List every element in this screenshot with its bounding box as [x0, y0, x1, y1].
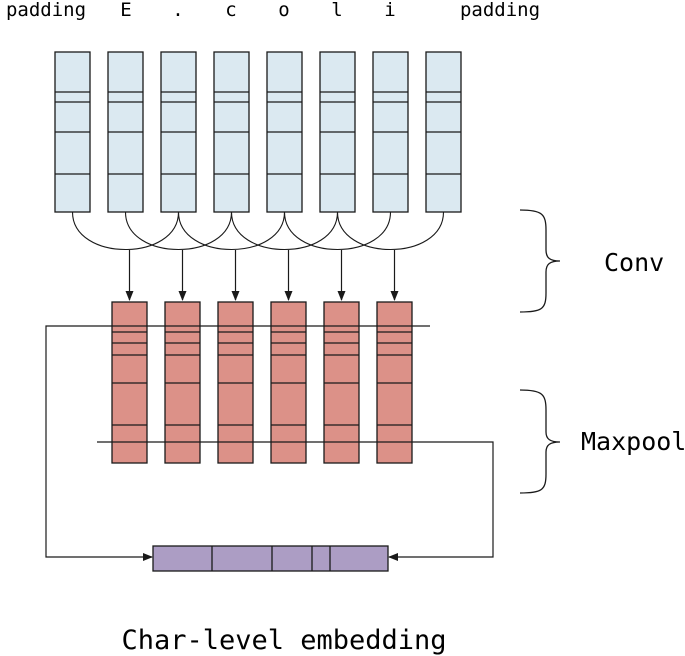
input-column-1	[107, 51, 144, 213]
token-label-0: padding	[6, 0, 86, 21]
token-label-5: l	[331, 0, 342, 21]
conv-column-1	[164, 301, 201, 464]
conv-column-4	[323, 301, 360, 464]
conv-feature-columns	[111, 301, 413, 464]
conv-column-2	[217, 301, 254, 464]
conv-window-arc-2	[177, 211, 286, 250]
token-label-4: o	[278, 0, 289, 21]
conv-column-3	[270, 301, 307, 464]
conv-window-arc-3	[230, 211, 339, 250]
convolution-arcs	[71, 211, 445, 250]
conv-column-0	[111, 301, 148, 464]
input-column-3	[213, 51, 250, 213]
embedding-vector-box	[152, 545, 389, 572]
maxpool-right-line	[97, 441, 494, 561]
input-column-6	[372, 51, 409, 213]
token-label-1: E	[120, 0, 131, 21]
input-column-2	[160, 51, 197, 213]
token-label-2: .	[172, 0, 183, 21]
conv-column-5	[376, 301, 413, 464]
input-column-5	[319, 51, 356, 213]
maxpool-left-line	[45, 325, 430, 561]
char-level-embedding-vector	[152, 545, 389, 572]
input-column-4	[266, 51, 303, 213]
conv-label: Conv	[604, 248, 664, 277]
token-label-7: padding	[460, 0, 540, 21]
input-columns	[54, 51, 462, 213]
token-label-6: i	[384, 0, 395, 21]
conv-window-arc-0	[71, 211, 180, 250]
maxpool-lines	[45, 325, 494, 561]
conv-brace	[519, 209, 561, 313]
maxpool-label: Maxpool	[581, 427, 685, 456]
conv-window-arc-1	[124, 211, 233, 250]
token-labels: padding E. c o l i padding	[6, 0, 540, 21]
caption: Char-level embedding	[121, 625, 446, 656]
token-label-3: c	[225, 0, 236, 21]
conv-window-arc-5	[336, 211, 445, 250]
input-column-0	[54, 51, 91, 213]
input-column-7	[425, 51, 462, 213]
convolution-arrows	[125, 250, 399, 301]
maxpool-brace	[519, 389, 561, 494]
conv-window-arc-4	[283, 211, 392, 250]
